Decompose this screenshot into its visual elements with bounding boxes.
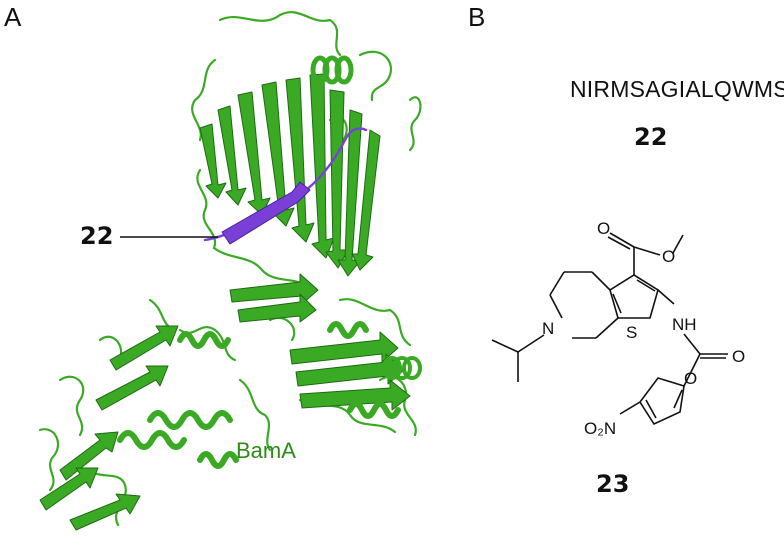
compound-23-structure	[491, 232, 728, 426]
compound-22-label: 22	[634, 123, 668, 151]
atom-o-carbonyl-ester: O	[597, 219, 610, 238]
atom-nitro: O₂N	[584, 419, 616, 438]
bama-cartoon	[38, 11, 422, 531]
top-helix	[310, 55, 354, 85]
peptide-sequence: NIRMSAGIALQWMSP	[570, 76, 784, 102]
barrel-strands	[199, 73, 381, 277]
helix-coils-right	[382, 356, 422, 380]
peptide-22-strand	[203, 127, 368, 245]
atom-o-amide: O	[732, 347, 745, 366]
protein-name-label: BamA	[236, 438, 296, 463]
compound-23-label: 23	[596, 470, 630, 498]
atom-o-furan: O	[684, 369, 697, 388]
panel-label-b: B	[468, 2, 486, 32]
atom-s-ring: S	[626, 323, 637, 342]
loop-coils	[38, 11, 422, 527]
panel-label-a: A	[4, 2, 22, 32]
atom-nh: NH	[672, 315, 697, 334]
compound-23-atoms: O O N S NH O O O₂N	[542, 219, 745, 438]
potra-helices	[117, 321, 401, 469]
atom-n-ring: N	[542, 319, 554, 338]
atom-o-ester: O	[662, 247, 675, 266]
structure-callout-label: 22	[80, 222, 114, 250]
